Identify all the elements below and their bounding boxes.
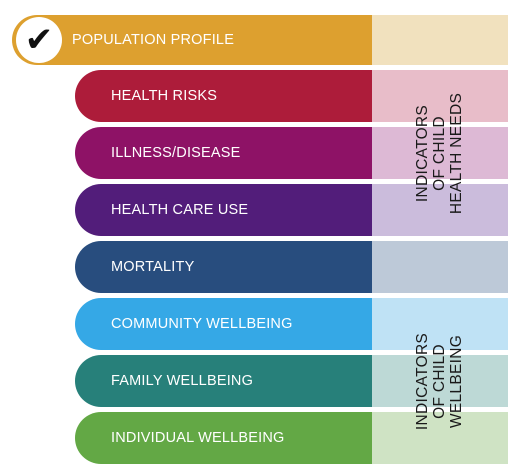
row-label: INDIVIDUAL WELLBEING	[111, 430, 285, 446]
population-profile-bar: POPULATION PROFILE	[12, 15, 372, 65]
row-label: FAMILY WELLBEING	[111, 373, 254, 389]
group-label-wellbeing: INDICATORS OF CHILD WELLBEING	[414, 332, 466, 430]
population-profile-label: POPULATION PROFILE	[72, 32, 235, 48]
population-profile-tint-cell	[372, 15, 508, 65]
row-community-wellbeing: COMMUNITY WELLBEING	[75, 298, 372, 350]
row-mortality: MORTALITY	[75, 241, 372, 293]
checkmark-icon: ✔	[16, 17, 62, 63]
row-label: MORTALITY	[111, 259, 195, 275]
row-community-wellbeing-tint	[372, 298, 508, 350]
row-mortality-tint	[372, 241, 508, 293]
row-health-risks-tint	[372, 70, 508, 122]
row-family-wellbeing-tint	[372, 355, 508, 407]
checkmark-glyph: ✔	[24, 21, 54, 59]
row-individual-wellbeing: INDIVIDUAL WELLBEING	[75, 412, 372, 464]
row-label: ILLNESS/DISEASE	[111, 145, 241, 161]
row-family-wellbeing: FAMILY WELLBEING	[75, 355, 372, 407]
row-label: HEALTH CARE USE	[111, 202, 249, 218]
row-illness-disease: ILLNESS/DISEASE	[75, 127, 372, 179]
row-health-care-use-tint	[372, 184, 508, 236]
row-label: HEALTH RISKS	[111, 88, 218, 104]
row-health-risks: HEALTH RISKS	[75, 70, 372, 122]
group-label-health-needs: INDICATORS OF CHILD HEALTH NEEDS	[414, 92, 466, 214]
row-illness-disease-tint	[372, 127, 508, 179]
row-individual-wellbeing-tint	[372, 412, 508, 464]
row-health-care-use: HEALTH CARE USE	[75, 184, 372, 236]
row-label: COMMUNITY WELLBEING	[111, 316, 293, 332]
